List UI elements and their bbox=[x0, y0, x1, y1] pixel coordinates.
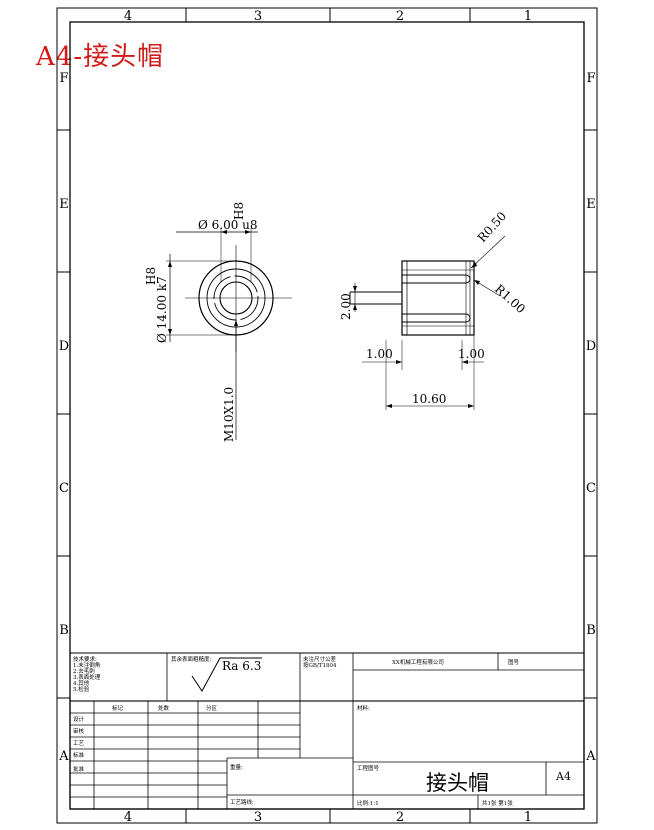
zone-row-right-5: B bbox=[586, 623, 596, 638]
dim-thread: M10X1.0 bbox=[222, 387, 236, 442]
zone-col-top-2: 3 bbox=[254, 9, 262, 24]
front-view bbox=[166, 228, 292, 440]
col-header-2: 处数 bbox=[158, 704, 170, 712]
dim-outer: Ø 14.00 k7 bbox=[155, 276, 169, 343]
part-code-label: 工程图号 bbox=[357, 764, 380, 772]
zone-col-top-3: 2 bbox=[396, 9, 404, 24]
dim-left: 1.00 bbox=[366, 347, 393, 361]
tech-req-2: 1.未注倒角 bbox=[73, 661, 100, 669]
zone-ticks-left bbox=[57, 129, 70, 699]
material-label: 材料: bbox=[357, 704, 370, 712]
company-name: XX机械工程有限公司 bbox=[392, 658, 444, 666]
dim-height: 2.00 bbox=[339, 293, 353, 320]
dim-bore: Ø 6.00 u8 bbox=[198, 218, 258, 232]
zone-ticks-right bbox=[584, 129, 597, 699]
inner-border bbox=[69, 21, 585, 810]
weight-label: 重量: bbox=[230, 763, 243, 771]
zone-row-right-2: E bbox=[586, 197, 596, 212]
col-header-1: 标记 bbox=[112, 704, 124, 712]
row-label-1: 设计 bbox=[73, 715, 85, 723]
tolerance-note-2: 按GB/T1804 bbox=[303, 661, 337, 669]
dim-r2: R1.00 bbox=[492, 282, 528, 316]
zone-row-right-3: D bbox=[586, 339, 596, 354]
bore-circle bbox=[219, 281, 253, 315]
company-tag: 图号 bbox=[508, 658, 520, 666]
dim-length: 10.60 bbox=[412, 392, 446, 406]
dim-r1: R0.50 bbox=[475, 209, 509, 245]
col-header-3: 分区 bbox=[206, 704, 218, 712]
row-label-5: 批准 bbox=[73, 765, 85, 773]
sheet-label: 共1张 第1张 bbox=[482, 799, 513, 807]
row-label-2: 审核 bbox=[73, 727, 85, 735]
zone-ticks-top bbox=[185, 8, 471, 22]
process-label: 工艺路线: bbox=[230, 798, 254, 806]
tech-req-4: 3.表面处理 bbox=[73, 673, 101, 681]
zone-row-right-4: C bbox=[586, 481, 596, 496]
zone-row-right-1: F bbox=[586, 71, 595, 86]
dim-bore-tol: H8 bbox=[232, 202, 246, 220]
zone-col-bottom-4: 1 bbox=[524, 810, 532, 825]
tech-req-1: 技术要求: bbox=[73, 655, 97, 663]
zone-col-bottom-2: 3 bbox=[254, 810, 262, 825]
tech-req-3: 2.去毛刺 bbox=[73, 667, 95, 675]
side-body bbox=[401, 260, 475, 336]
roughness-label: 其余表面粗糙度: bbox=[171, 655, 212, 663]
tech-req-5: 4.其他 bbox=[73, 679, 90, 687]
dim-outer-tol: H8 bbox=[144, 267, 158, 285]
paper-size: A4 bbox=[555, 770, 571, 783]
zone-ticks-bottom bbox=[185, 809, 471, 823]
zone-row-left-6: A bbox=[58, 749, 69, 764]
side-view bbox=[349, 235, 506, 410]
zone-col-bottom-1: 4 bbox=[124, 810, 132, 825]
zone-row-left-3: D bbox=[59, 339, 69, 354]
tech-req-6: 5.检验 bbox=[73, 685, 90, 693]
row-label-4: 标准 bbox=[73, 751, 85, 759]
dim-right: 1.00 bbox=[458, 347, 485, 361]
zone-col-top-4: 1 bbox=[524, 9, 532, 24]
zone-row-left-4: C bbox=[59, 481, 69, 496]
scale-label: 比例:1:1 bbox=[357, 799, 379, 807]
row-label-3: 工艺 bbox=[73, 740, 85, 747]
zone-col-top-1: 4 bbox=[124, 9, 132, 24]
zone-row-left-2: E bbox=[59, 197, 69, 212]
zone-row-right-6: A bbox=[585, 749, 596, 764]
tolerance-note-1: 未注尺寸公差 bbox=[303, 655, 337, 663]
part-name: 接头帽 bbox=[426, 771, 489, 795]
zone-row-left-1: F bbox=[59, 71, 68, 86]
zone-row-left-5: B bbox=[59, 623, 69, 638]
roughness-value: Ra 6.3 bbox=[222, 659, 261, 673]
title-block bbox=[69, 652, 585, 810]
outer-border bbox=[56, 7, 598, 824]
zone-col-bottom-3: 2 bbox=[396, 810, 404, 825]
